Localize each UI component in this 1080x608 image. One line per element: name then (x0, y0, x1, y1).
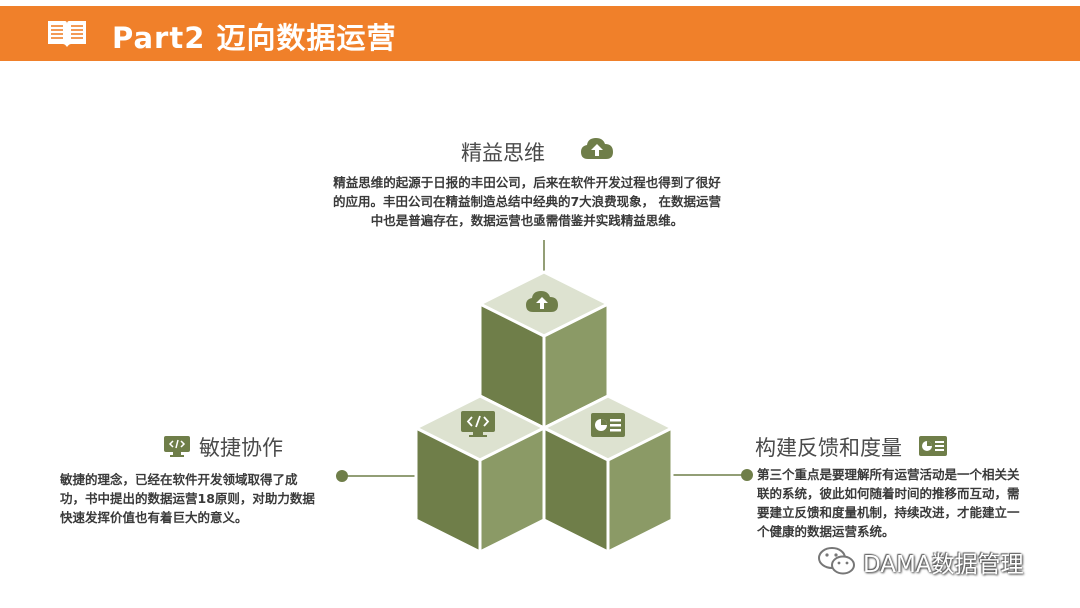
connector-dot-feedback (741, 469, 753, 481)
agile-description: 敏捷的理念，已经在软件开发领域取得了成功，书中提出的数据运营18原则，对助力数据… (60, 472, 315, 525)
cube-code-icon (461, 411, 495, 437)
watermark-text: DAMA数据管理 (863, 552, 1024, 578)
cube-stack-diagram (336, 240, 753, 555)
connector-dot-agile (336, 470, 348, 482)
lean-description: 精益思维的起源于日报的丰田公司，后来在软件开发过程也得到了很好的应用。丰田公司在… (332, 175, 722, 228)
code-monitor-icon (164, 436, 190, 457)
cube-report-icon (591, 413, 625, 437)
cloud-upload-icon (581, 138, 613, 159)
agile-title: 敏捷协作 (199, 436, 283, 460)
feedback-title: 构建反馈和度量 (755, 436, 902, 460)
cube-cloud-icon (526, 291, 558, 312)
page-title: Part2 迈向数据运营 (112, 21, 397, 55)
report-chart-icon (919, 436, 947, 456)
header-bar: Part2 迈向数据运营 (0, 6, 1080, 61)
wechat-icon (818, 547, 855, 575)
open-book-icon (48, 21, 86, 47)
lean-title: 精益思维 (461, 141, 545, 165)
feedback-description: 第三个重点是要理解所有运营活动是一个相关关联的系统，彼此如何随着时间的推移而互动… (757, 467, 1020, 539)
